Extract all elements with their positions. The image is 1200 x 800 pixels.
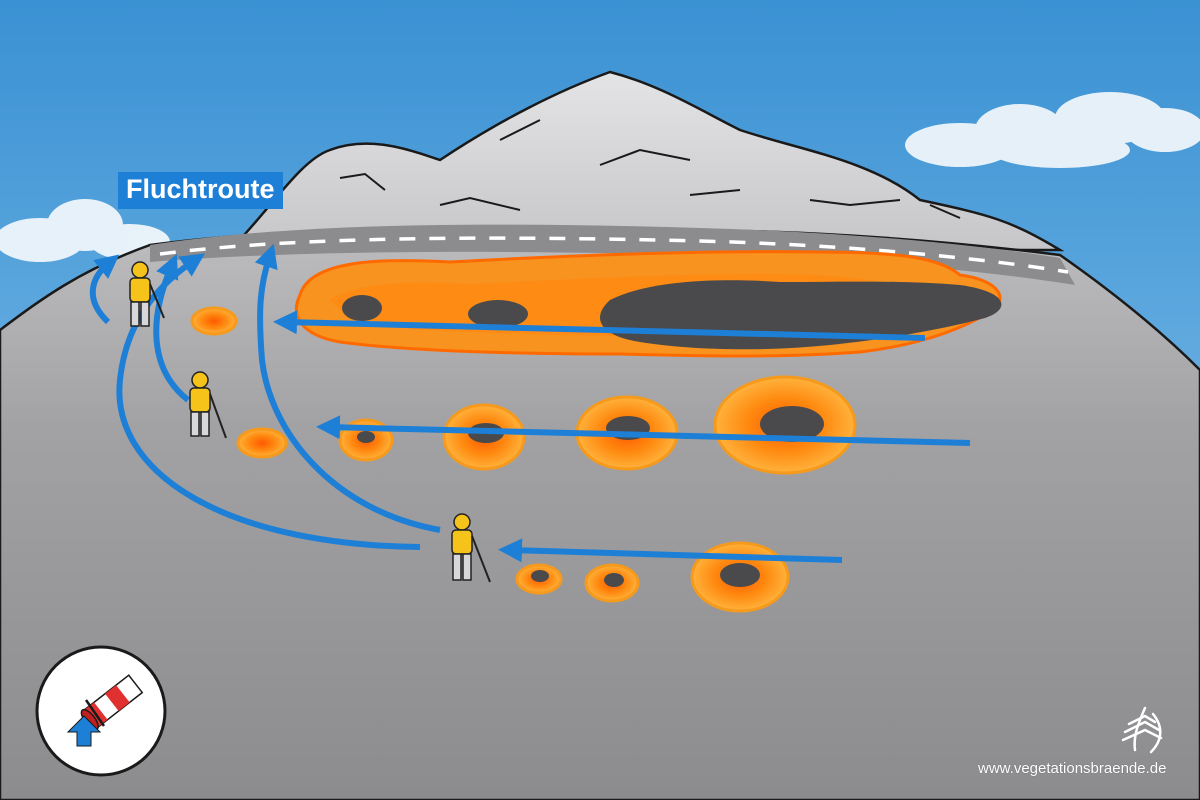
escape-arrows <box>89 243 441 550</box>
tree-flame-logo <box>1121 706 1163 754</box>
mountain-ridges <box>339 119 961 219</box>
up-arrow-icon <box>66 715 102 747</box>
escape-route-label: Fluchtroute <box>118 172 283 209</box>
firefighter-1 <box>129 261 165 327</box>
escape-arrow <box>116 253 421 550</box>
cloud-left <box>0 199 170 262</box>
firefighter-3 <box>451 513 491 583</box>
escape-arrow <box>89 254 120 325</box>
cloud-right <box>905 92 1200 168</box>
wind-arrow <box>498 538 843 563</box>
spot-fire <box>190 306 238 336</box>
fire-strip <box>294 250 1002 358</box>
wind-arrows <box>273 310 971 563</box>
firefighter-2 <box>189 371 227 439</box>
escape-arrow <box>254 243 441 533</box>
wind-arrow <box>273 310 926 341</box>
wind-indicator <box>35 645 167 777</box>
road-center-line <box>159 236 1069 274</box>
spot-fire <box>236 427 288 459</box>
wind-arrow <box>316 415 971 446</box>
website-credit: www.vegetationsbraende.de <box>978 760 1167 777</box>
